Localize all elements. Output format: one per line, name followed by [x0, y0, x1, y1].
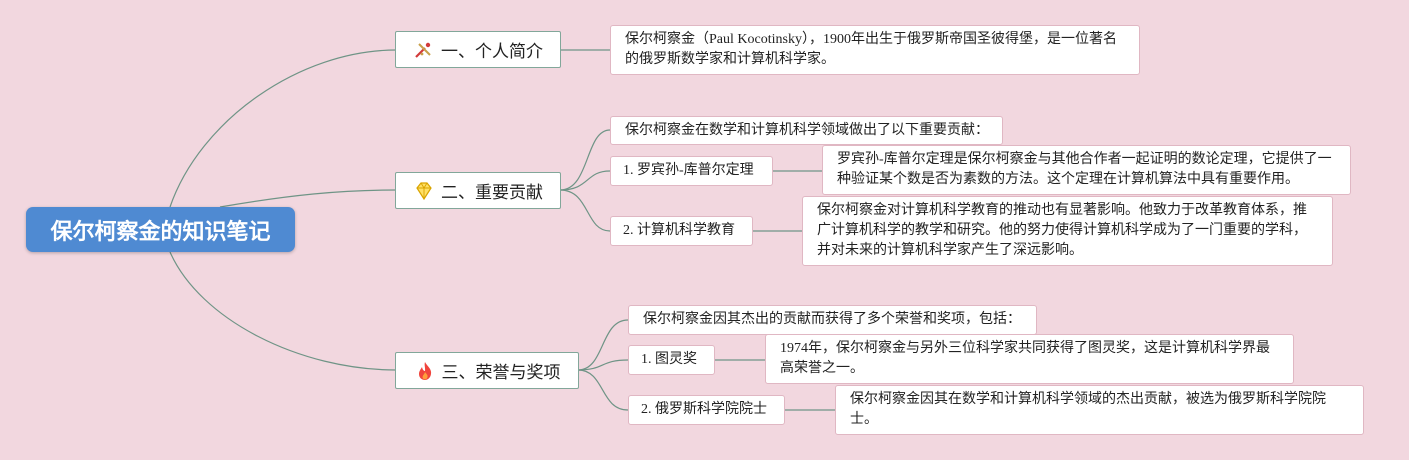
detail-cs-education[interactable]: 保尔柯察金对计算机科学教育的推动也有显著影响。他致力于改革教育体系，推 广计算机… [802, 196, 1333, 266]
detail-line: 广计算机科学的教学和研究。他的努力使得计算机科学成为了一门重要的学科， [817, 223, 1307, 238]
note-personal-intro[interactable]: 保尔柯察金（Paul Kocotinsky），1900年出生于俄罗斯帝国圣彼得堡… [610, 25, 1140, 75]
branch-honors[interactable]: 三、荣誉与奖项 [395, 352, 579, 389]
diamond-icon [413, 180, 435, 202]
detail-line: 保尔柯察金对计算机科学教育的推动也有显著影响。他致力于改革教育体系，推 [817, 203, 1307, 218]
detail-line: 罗宾孙-库普尔定理是保尔柯察金与其他合作者一起证明的数论定理，它提供了一 [837, 152, 1332, 167]
detail-line: 高荣誉之一。 [780, 361, 864, 376]
sub-topic-label: 1. 罗宾孙-库普尔定理 [623, 163, 754, 178]
tools-icon [413, 39, 435, 61]
root-title: 保尔柯察金的知识笔记 [50, 219, 271, 245]
detail-robinson-theorem[interactable]: 罗宾孙-库普尔定理是保尔柯察金与其他合作者一起证明的数论定理，它提供了一 种验证… [822, 145, 1351, 195]
branch-contributions[interactable]: 二、重要贡献 [395, 172, 561, 209]
detail-turing-award[interactable]: 1974年，保尔柯察金与另外三位科学家共同获得了图灵奖，这是计算机科学界最 高荣… [765, 334, 1294, 384]
detail-line: 并对未来的计算机科学家产生了深远影响。 [817, 243, 1083, 258]
sub-topic-turing-award[interactable]: 1. 图灵奖 [628, 345, 715, 375]
intro-text: 保尔柯察金因其杰出的贡献而获得了多个荣誉和奖项，包括： [643, 312, 1021, 327]
sub-topic-cs-education[interactable]: 2. 计算机科学教育 [610, 216, 753, 246]
fire-icon [414, 360, 436, 382]
detail-line: 保尔柯察金因其在数学和计算机科学领域的杰出贡献，被选为俄罗斯科学院院 [850, 392, 1326, 407]
contributions-intro[interactable]: 保尔柯察金在数学和计算机科学领域做出了以下重要贡献： [610, 116, 1003, 145]
branch-personal-intro[interactable]: 一、个人简介 [395, 31, 561, 68]
sub-topic-academician[interactable]: 2. 俄罗斯科学院院士 [628, 395, 785, 425]
honors-intro[interactable]: 保尔柯察金因其杰出的贡献而获得了多个荣誉和奖项，包括： [628, 305, 1037, 335]
root-topic[interactable]: 保尔柯察金的知识笔记 [26, 207, 295, 252]
branch-label: 二、重要贡献 [441, 183, 543, 203]
sub-topic-label: 2. 计算机科学教育 [623, 223, 735, 238]
note-line: 的俄罗斯数学家和计算机科学家。 [625, 52, 835, 67]
note-line: 保尔柯察金（Paul Kocotinsky），1900年出生于俄罗斯帝国圣彼得堡… [625, 32, 1117, 47]
intro-text: 保尔柯察金在数学和计算机科学领域做出了以下重要贡献： [625, 122, 989, 138]
sub-topic-label: 2. 俄罗斯科学院院士 [641, 402, 767, 417]
detail-academician[interactable]: 保尔柯察金因其在数学和计算机科学领域的杰出贡献，被选为俄罗斯科学院院 士。 [835, 385, 1364, 435]
sub-topic-label: 1. 图灵奖 [641, 352, 697, 367]
detail-line: 种验证某个数是否为素数的方法。这个定理在计算机算法中具有重要作用。 [837, 172, 1299, 187]
branch-label: 一、个人简介 [441, 42, 543, 62]
detail-line: 1974年，保尔柯察金与另外三位科学家共同获得了图灵奖，这是计算机科学界最 [780, 341, 1270, 356]
detail-line: 士。 [850, 412, 878, 427]
branch-label: 三、荣誉与奖项 [441, 363, 561, 383]
sub-topic-robinson-theorem[interactable]: 1. 罗宾孙-库普尔定理 [610, 156, 773, 186]
